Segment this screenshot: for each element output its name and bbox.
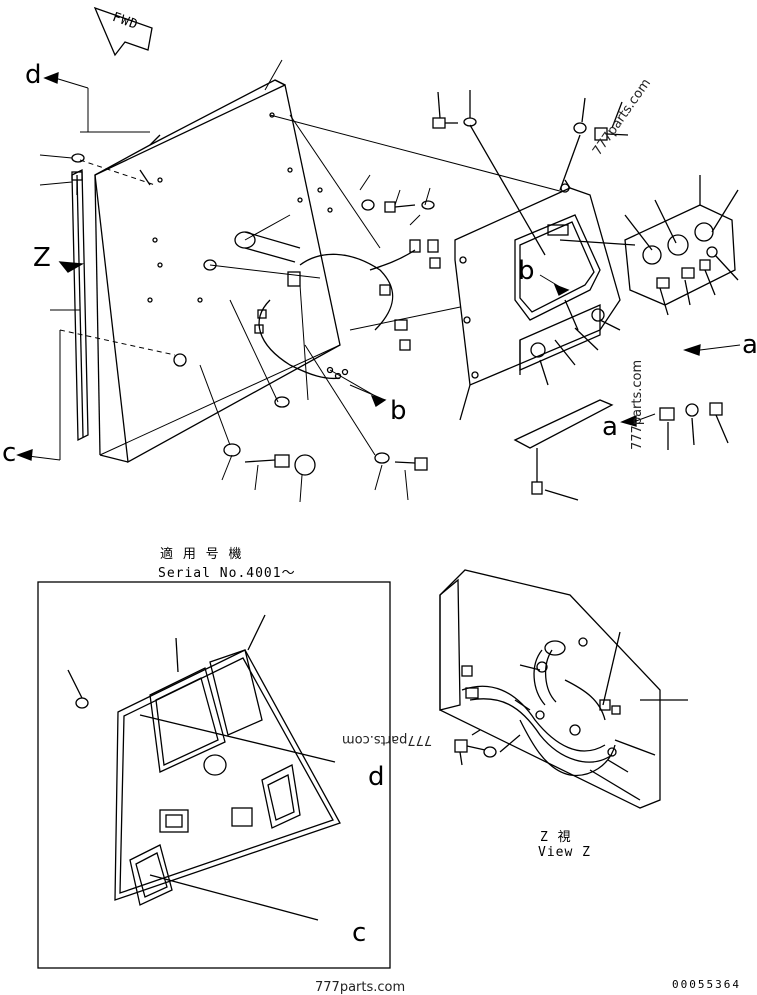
drawing-number: 00055364 (672, 978, 741, 991)
fasteners-left (71, 153, 435, 476)
gauge-panel (559, 175, 739, 316)
console-fasteners (432, 90, 629, 256)
view-z-english: View Z (538, 845, 591, 860)
callout-d-inset: d (368, 762, 385, 792)
callout-z-arrow: Z (33, 243, 51, 273)
serial-note-japanese: 適 用 号 機 (160, 547, 243, 562)
watermark-inverted: 777parts.com (342, 732, 433, 747)
view-z-japanese: Z 視 (540, 830, 572, 845)
callout-a-mid: a (602, 412, 618, 442)
serial-note-english: Serial No.4001～ (158, 566, 296, 581)
callout-b-panel: b (518, 256, 535, 286)
console-housing (454, 179, 621, 386)
callout-a-right: a (742, 330, 757, 360)
callout-leaders (349, 274, 741, 422)
wire-harness (203, 231, 441, 408)
callout-d-top: d (25, 60, 42, 90)
serial-inset (37, 581, 391, 969)
callout-b-lower: b (390, 396, 407, 426)
callout-c-left: c (2, 438, 17, 468)
leader-lines (19, 59, 576, 503)
view-z-panel (439, 569, 688, 809)
cover-plate (459, 299, 729, 501)
watermark-right-vertical: 777parts.com (630, 359, 645, 450)
callout-c-inset: c (352, 918, 367, 948)
fwd-arrow-icon (93, 6, 153, 57)
watermark-bottom: 777parts.com (315, 980, 406, 995)
seal-strip (71, 168, 89, 442)
rear-panel (94, 79, 341, 464)
